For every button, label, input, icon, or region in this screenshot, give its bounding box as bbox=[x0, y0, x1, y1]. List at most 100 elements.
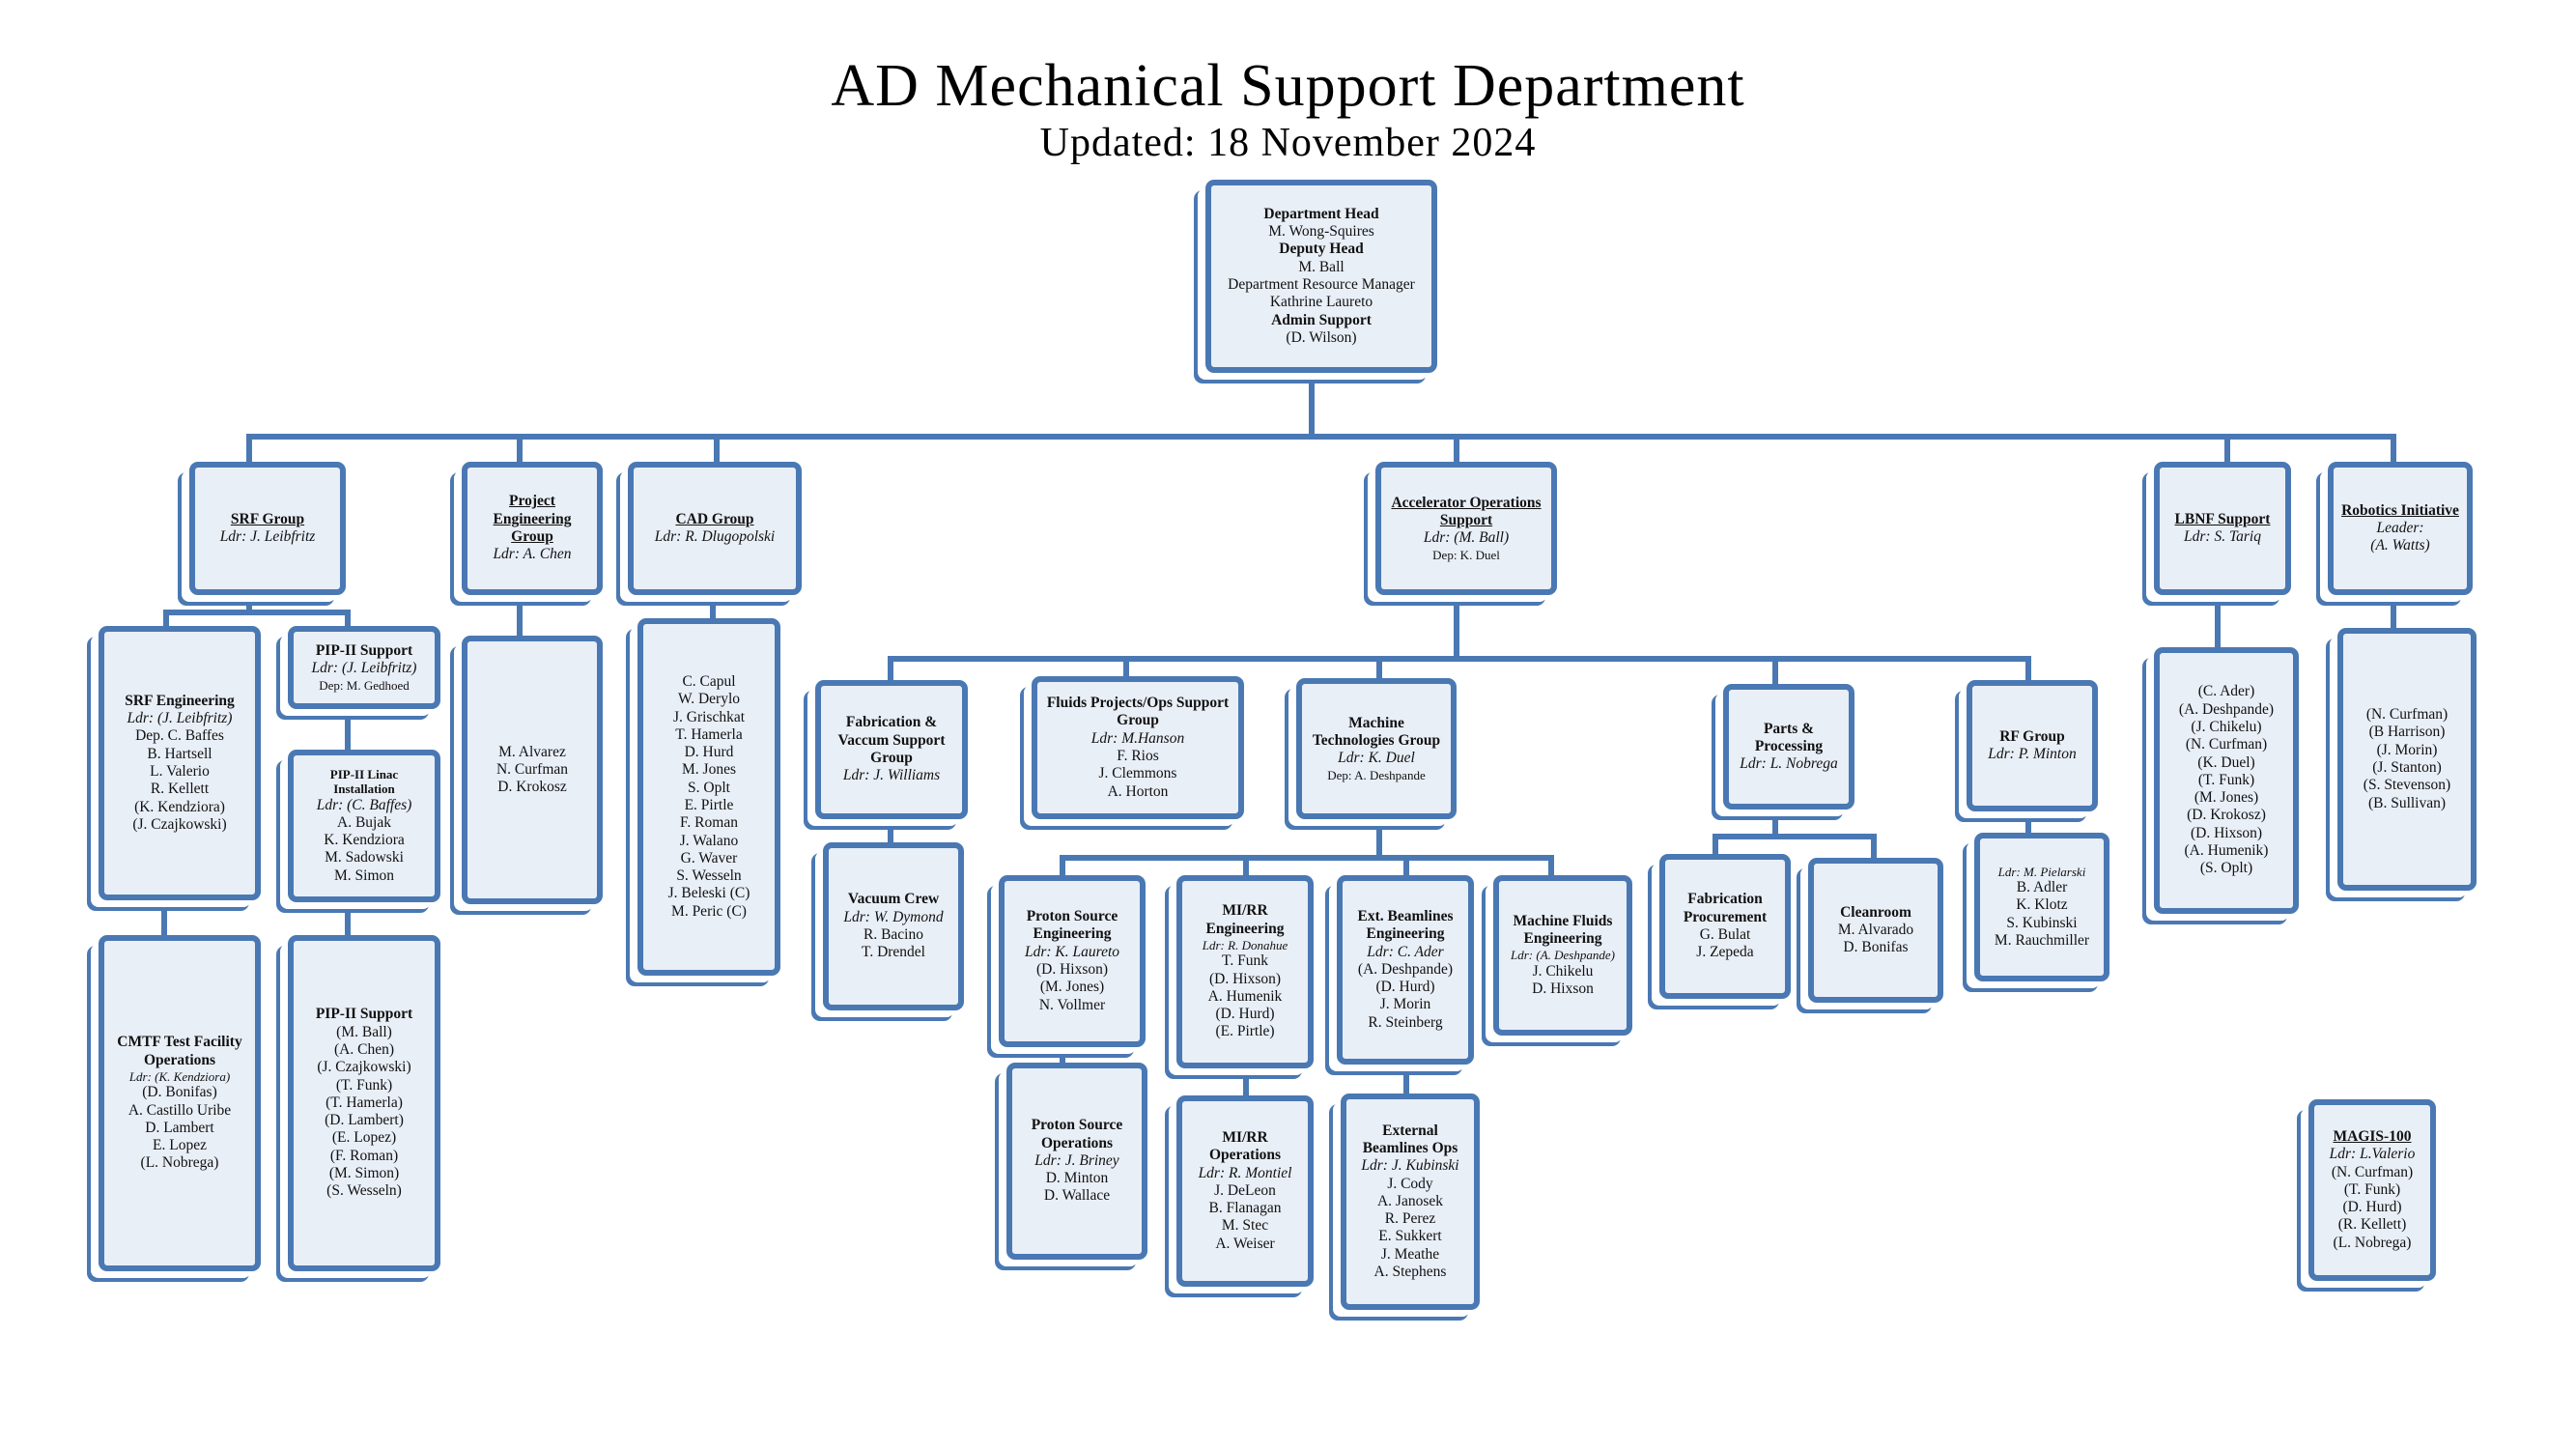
member-name: A. Horton bbox=[1107, 782, 1169, 800]
member-name: (S. Wesseln) bbox=[326, 1182, 402, 1200]
box-title: Department Head bbox=[1263, 205, 1379, 222]
member-name: E. Lopez bbox=[153, 1137, 207, 1154]
member-name: J. Beleski (C) bbox=[667, 885, 750, 902]
box-title: Fabrication Procurement bbox=[1683, 891, 1768, 925]
member-name: T. Funk bbox=[1222, 952, 1268, 970]
member-name: T. Drendel bbox=[862, 944, 925, 961]
box-title: Deputy Head bbox=[1279, 241, 1364, 258]
member-name: E. Sukkert bbox=[1378, 1228, 1442, 1245]
box-title: RF Group bbox=[1999, 727, 2065, 745]
member-name: (E. Lopez) bbox=[331, 1129, 397, 1147]
leader-label: Ldr: (J. Leibfritz) bbox=[127, 710, 233, 727]
member-name: D. Lambert bbox=[145, 1119, 214, 1136]
member-name: (D. Hurd) bbox=[1215, 1006, 1275, 1023]
member-name: (L. Nobrega) bbox=[2333, 1234, 2412, 1251]
leader-label: Leader: bbox=[2376, 519, 2424, 536]
member-name: (J. Czajkowski) bbox=[317, 1059, 411, 1076]
leader-label: Ldr: J. Williams bbox=[842, 767, 941, 784]
member-name: (K. Kendziora) bbox=[134, 798, 225, 815]
member-name: M. Sadowski bbox=[325, 849, 404, 867]
member-name: (A. Chen) bbox=[334, 1041, 394, 1059]
box-title: Cleanroom bbox=[1840, 903, 1911, 921]
member-name: (D. Bonifas) bbox=[142, 1084, 217, 1101]
box-title: External Beamlines Ops bbox=[1362, 1122, 1458, 1157]
member-name: (D. Hixson) bbox=[1035, 961, 1109, 978]
box-title: PIP-II Linac Installation bbox=[329, 766, 399, 797]
leader-label: Ldr: J. Kubinski bbox=[1361, 1157, 1459, 1175]
member-name: J. Cody bbox=[1387, 1175, 1433, 1192]
member-name: D. Hurd bbox=[684, 744, 734, 761]
box-title: PIP-II Support bbox=[315, 642, 413, 660]
member-name: (D. Hurd) bbox=[1375, 979, 1435, 996]
member-name: (D. Krokosz) bbox=[2187, 807, 2266, 824]
leader-label: Ldr: W. Dymond bbox=[843, 908, 944, 925]
member-name: S. Wesseln bbox=[676, 867, 742, 885]
group-title: Robotics Initiative bbox=[2341, 501, 2459, 519]
box-title: Fluids Projects/Ops Support Group bbox=[1046, 695, 1230, 729]
leader-label: Ldr: (J. Leibfritz) bbox=[311, 660, 417, 677]
member-name: (M. Ball) bbox=[336, 1023, 392, 1040]
box-title: Ext. Beamlines Engineering bbox=[1357, 908, 1454, 943]
leader-label: Ldr: L.Valerio bbox=[2329, 1146, 2416, 1163]
member-name: A. Castillo Uribe bbox=[127, 1101, 232, 1119]
member-name: F. Roman bbox=[680, 814, 738, 832]
member-name: (F. Roman) bbox=[329, 1147, 399, 1164]
member-name: N. Vollmer bbox=[1038, 996, 1106, 1013]
member-name: A. Weiser bbox=[1215, 1235, 1275, 1252]
box-title: Proton Source Engineering bbox=[1026, 908, 1118, 943]
member-name: (B Harrison) bbox=[2368, 724, 2446, 741]
group-title: SRF Group bbox=[230, 510, 305, 527]
member-name: (J. Czajkowski) bbox=[132, 815, 227, 833]
member-name: J. Walano bbox=[679, 832, 739, 849]
member-name: (D. Hurd) bbox=[2342, 1199, 2402, 1216]
box-text: Department Resource Manager bbox=[1228, 276, 1415, 293]
member-name: J. Clemmons bbox=[1098, 765, 1177, 782]
box-title: Fabrication & Vaccum Support Group bbox=[837, 714, 946, 766]
box-text: (D. Wilson) bbox=[1286, 328, 1357, 346]
leader-label: Ldr: R. Montiel bbox=[1198, 1164, 1292, 1181]
member-name: D. Wallace bbox=[1043, 1187, 1111, 1205]
group-title: Accelerator Operations Support bbox=[1391, 494, 1542, 529]
member-name: A. Janosek bbox=[1376, 1192, 1444, 1209]
member-name: R. Steinberg bbox=[1368, 1013, 1443, 1031]
box-pip-support: PIP-II Support(M. Ball)(A. Chen)(J. Czaj… bbox=[288, 935, 440, 1271]
member-name: (B. Sullivan) bbox=[2367, 794, 2447, 811]
member-name: M. Stec bbox=[1221, 1217, 1269, 1235]
member-name: E. Pirtle bbox=[684, 797, 734, 813]
member-name: J. Meathe bbox=[1380, 1245, 1440, 1263]
member-name: M. Simon bbox=[333, 867, 394, 884]
member-name: A. Bujak bbox=[337, 813, 391, 831]
member-name: (D. Hixson) bbox=[1208, 970, 1282, 987]
member-name: A. Stephens bbox=[1373, 1263, 1447, 1280]
member-name: J. DeLeon bbox=[1214, 1181, 1276, 1199]
member-name: (N. Curfman) bbox=[2331, 1163, 2414, 1180]
box-title: Proton Source Operations bbox=[1031, 1117, 1123, 1151]
member-name: R. Bacino bbox=[863, 926, 923, 943]
deputy-label: Dep: A. Deshpande bbox=[1327, 767, 1426, 782]
member-name: (N. Curfman) bbox=[2365, 706, 2449, 724]
member-name: (A. Deshpande) bbox=[2178, 700, 2275, 718]
member-name: R. Perez bbox=[1384, 1210, 1436, 1228]
member-name: Dep. C. Baffes bbox=[135, 727, 224, 745]
member-name: (N. Curfman) bbox=[2185, 736, 2268, 753]
box-title: MI/RR Engineering bbox=[1205, 902, 1285, 937]
leader-label: Ldr: S. Tariq bbox=[2184, 528, 2261, 545]
member-name: D. Bonifas bbox=[1843, 939, 1909, 956]
